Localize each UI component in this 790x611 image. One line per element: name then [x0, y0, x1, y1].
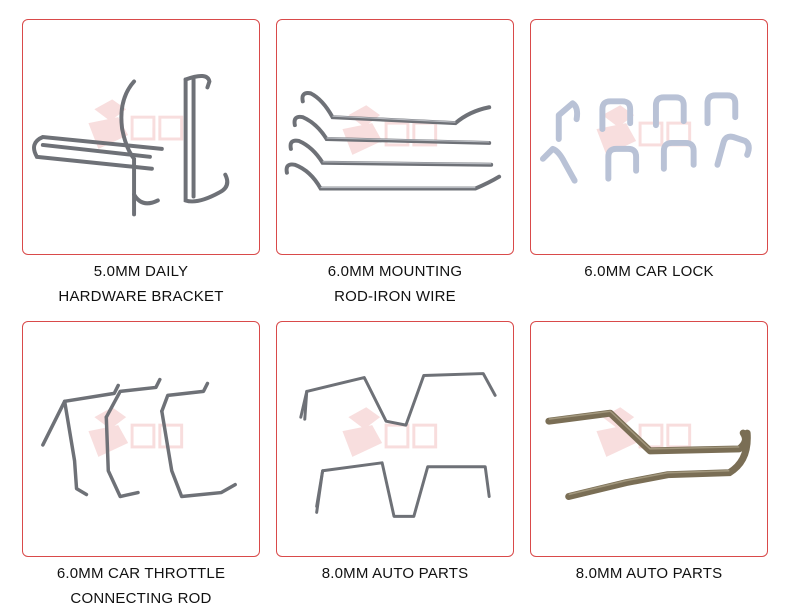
product-image-car-lock[interactable] [530, 19, 768, 255]
watermark-logo [342, 105, 438, 155]
product-image-auto-parts-2[interactable] [530, 321, 768, 557]
product-image-mounting-rod[interactable] [276, 19, 514, 255]
throttle-rod-wires [41, 377, 237, 499]
watermark-logo [596, 407, 692, 457]
product-caption-mounting-rod: 6.0MM MOUNTING ROD-IRON WIRE [327, 263, 463, 305]
watermark-logo [88, 99, 184, 149]
car-lock-clips [539, 92, 752, 184]
product-image-throttle-rod[interactable] [22, 321, 260, 557]
bracket-wire [32, 74, 230, 217]
product-image-bracket[interactable] [22, 19, 260, 255]
mounting-rod-wires [284, 91, 502, 191]
auto-parts-1-wires [299, 372, 497, 518]
product-caption-auto-parts-2: 8.0MM AUTO PARTS [575, 565, 723, 582]
watermark-logo [342, 407, 438, 457]
product-image-auto-parts-1[interactable] [276, 321, 514, 557]
product-caption-bracket: 5.0MM DAILY HARDWARE BRACKET [58, 263, 224, 305]
auto-parts-2-wires [545, 409, 751, 500]
product-caption-throttle-rod: 6.0MM CAR THROTTLE CONNECTING ROD [56, 565, 226, 607]
product-caption-auto-parts-1: 8.0MM AUTO PARTS [321, 565, 469, 582]
product-caption-car-lock: 6.0MM CAR LOCK [584, 263, 714, 280]
